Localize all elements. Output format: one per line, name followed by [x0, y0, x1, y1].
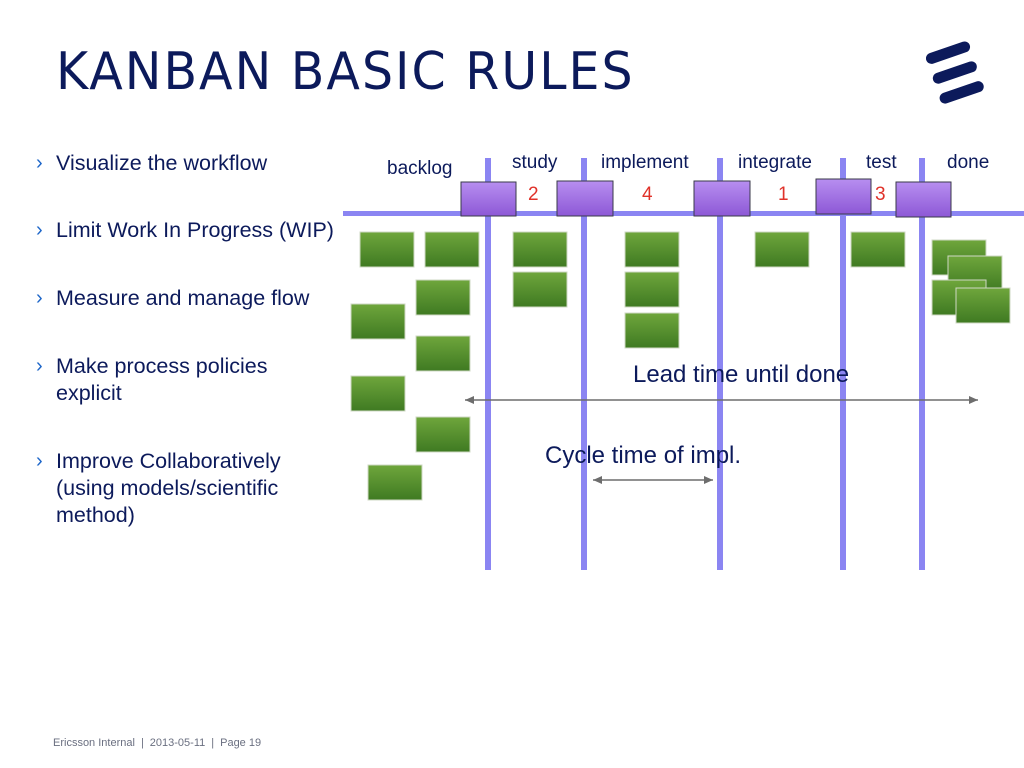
rule-item: › Measure and manage flow: [36, 285, 336, 312]
rule-item: › Visualize the workflow: [36, 150, 336, 177]
cycle-time-label: Cycle time of impl.: [545, 442, 742, 469]
rule-text: Limit Work In Progress (WIP): [56, 218, 334, 242]
slide-title: Kanban basic rules: [56, 41, 635, 102]
column-header-card[interactable]: [556, 180, 614, 217]
column-header-cards: [460, 178, 952, 218]
column-label-done: done: [947, 152, 990, 173]
task-card[interactable]: [350, 303, 406, 340]
column-header-card[interactable]: [693, 180, 751, 217]
lane-divider: [717, 158, 723, 570]
column-header-card[interactable]: [815, 178, 872, 215]
task-card[interactable]: [624, 312, 680, 349]
wip-limit-study: 2: [528, 184, 539, 205]
column-label-implement: implement: [601, 152, 689, 173]
task-card[interactable]: [415, 279, 471, 316]
task-card[interactable]: [754, 231, 810, 268]
wip-limit-integrate: 1: [778, 184, 789, 205]
footer-classification: Ericsson Internal: [53, 737, 135, 749]
task-card[interactable]: [359, 231, 415, 268]
rule-text: Visualize the workflow: [56, 151, 268, 175]
lead-time-label: Lead time until done: [633, 361, 850, 388]
column-label-test: test: [866, 152, 897, 173]
footer-date: 2013-05-11: [149, 737, 206, 749]
board-header-line: [343, 211, 1024, 216]
rule-text: Make process policies explicit: [56, 354, 268, 405]
task-card[interactable]: [424, 231, 480, 268]
rules-list: › Visualize the workflow › Limit Work In P…: [36, 150, 336, 529]
wip-limit-test: 3: [875, 184, 886, 205]
column-label-study: study: [512, 152, 558, 173]
task-card[interactable]: [415, 416, 471, 453]
chevron-right-icon: ›: [36, 355, 43, 377]
task-card[interactable]: [850, 231, 906, 268]
task-card[interactable]: [367, 464, 423, 501]
chevron-right-icon: ›: [36, 152, 43, 174]
column-label-integrate: integrate: [738, 152, 812, 173]
task-card[interactable]: [955, 287, 1011, 324]
rule-text: Improve Collaboratively (using models/sc…: [56, 449, 281, 527]
task-card[interactable]: [624, 231, 680, 268]
column-header-card[interactable]: [895, 181, 952, 218]
slide-footer: Ericsson Internal | 2013-05-11 | Page 19: [53, 737, 261, 749]
ericsson-logo: [926, 41, 984, 104]
footer-page-number: Page 19: [220, 737, 262, 749]
rule-item: › Make process policies explicit: [36, 353, 336, 407]
rule-text: Measure and manage flow: [56, 286, 310, 310]
column-label-backlog: backlog: [387, 158, 453, 179]
lane-divider: [581, 158, 587, 570]
lane-divider: [919, 158, 925, 570]
rule-item: › Improve Collaboratively (using models/s…: [36, 448, 336, 529]
task-card[interactable]: [512, 271, 568, 308]
lane-divider: [485, 158, 491, 570]
footer-separator: |: [211, 737, 215, 749]
task-card[interactable]: [624, 271, 680, 308]
rule-item: › Limit Work In Progress (WIP): [36, 217, 336, 244]
chevron-right-icon: ›: [36, 450, 43, 472]
task-card[interactable]: [512, 231, 568, 268]
footer-separator: |: [140, 737, 144, 749]
task-cards: [350, 231, 1011, 501]
task-card[interactable]: [415, 335, 471, 372]
column-header-card[interactable]: [460, 181, 517, 217]
chevron-right-icon: ›: [36, 287, 43, 309]
task-card[interactable]: [350, 375, 406, 412]
chevron-right-icon: ›: [36, 219, 43, 241]
wip-limit-implement: 4: [642, 184, 653, 205]
lane-divider: [840, 158, 846, 570]
